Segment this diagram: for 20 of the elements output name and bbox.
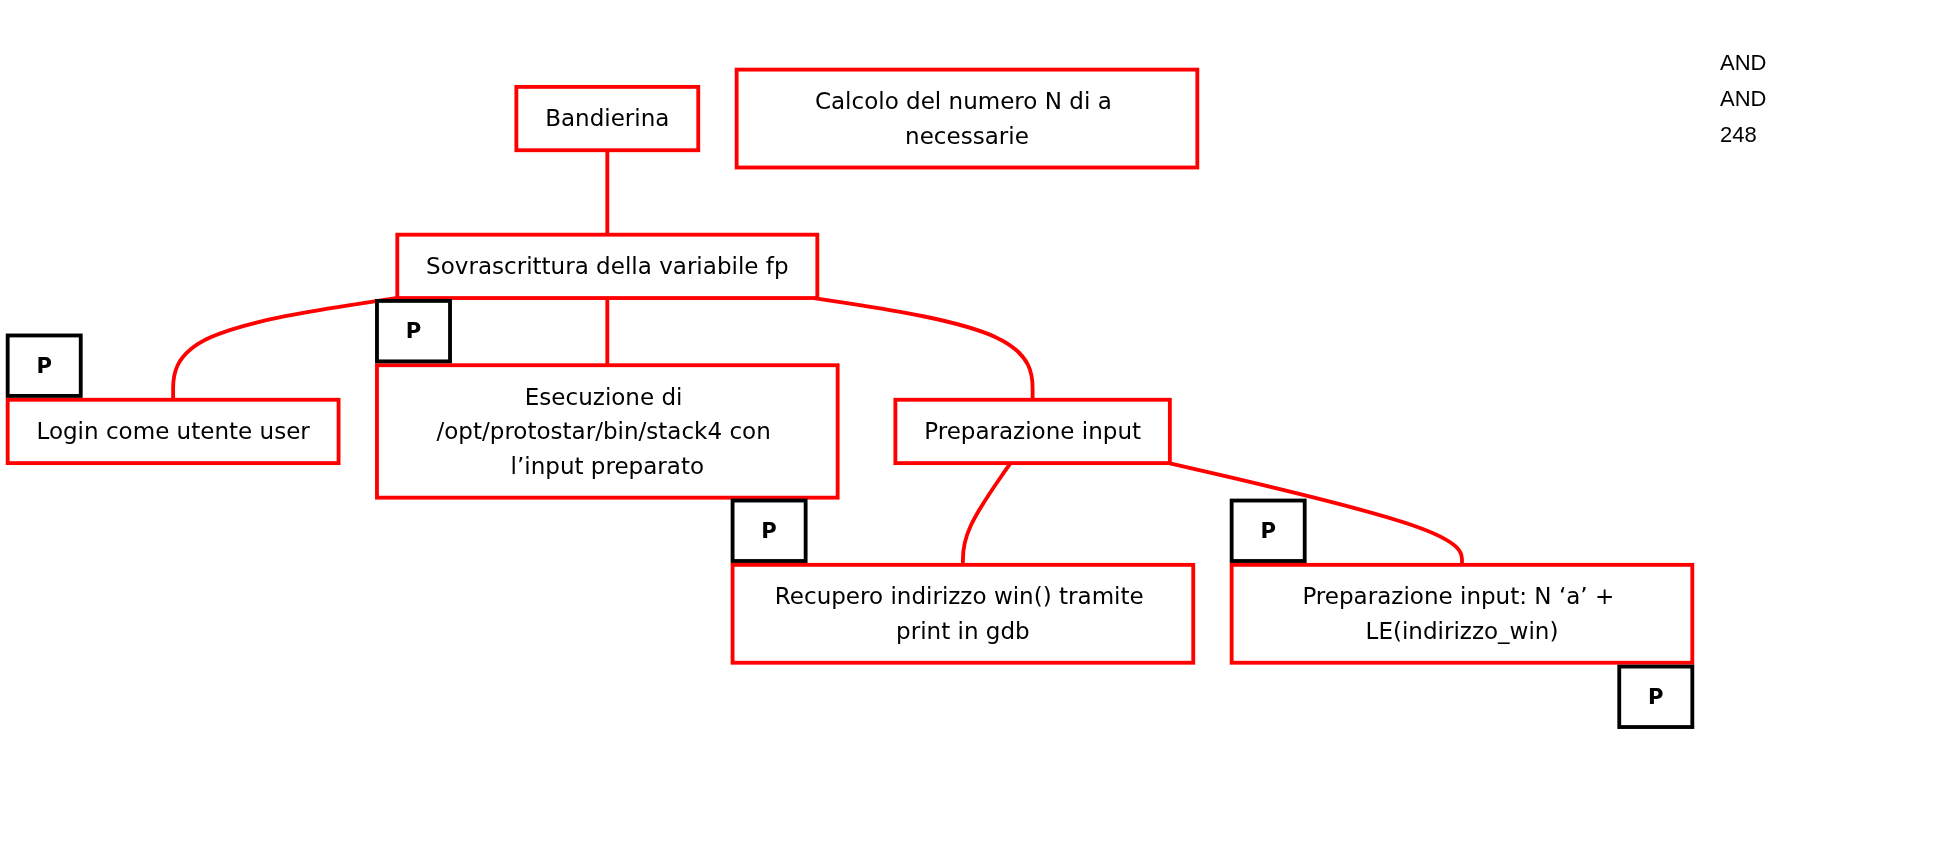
node-label: P (405, 319, 422, 344)
connector (1168, 461, 1464, 565)
node-box: Preparazione input: N ‘a’ + LE(indirizzo_win) (1229, 562, 1695, 665)
node-label: P (1260, 518, 1276, 543)
node-box: Preparazione input (893, 397, 1172, 466)
node-box: Bandierina (514, 84, 701, 153)
note-text: AND (1720, 86, 1768, 112)
connector (171, 296, 398, 400)
note-text: 248 (1720, 122, 1758, 148)
connector (605, 150, 610, 235)
node-label: P (36, 353, 52, 378)
node-box: Recupero indirizzo win() tramite print in gdb (730, 562, 1196, 665)
connector (605, 298, 610, 366)
node-label: P (1648, 684, 1664, 709)
note-text: AND (1720, 50, 1768, 76)
node-box: Calcolo del numero N di a necessarie (734, 67, 1200, 170)
node-box: Login come utente user (5, 397, 341, 466)
node-box: Esecuzione di /opt/protostar/bin/stack4 con l’input preparato (375, 363, 840, 500)
node-box: Sovrascrittura della variabile fp (395, 232, 820, 300)
node-label: P (761, 518, 777, 543)
